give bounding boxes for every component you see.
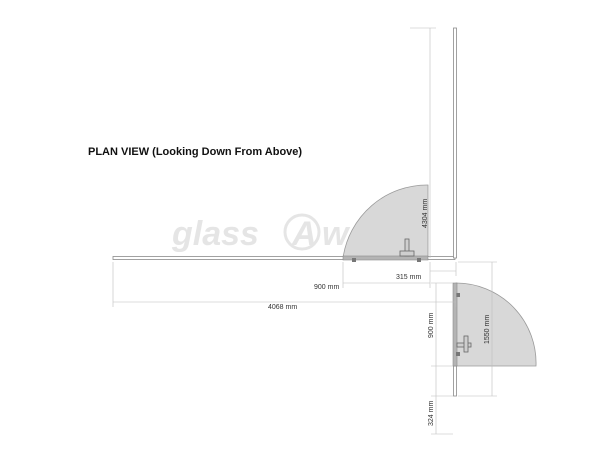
dim-label-315: 315 mm (396, 274, 421, 281)
glass-wall-vertical (453, 27, 457, 259)
dim-label-1550: 1550 mm (484, 315, 491, 344)
door-handle-lower-icon (456, 335, 472, 353)
dim-label-900-vertical: 900 mm (428, 313, 435, 338)
door-swing-upper (342, 184, 429, 259)
watermark-text-mid: A (291, 215, 317, 253)
watermark-text-left: glass (171, 215, 259, 253)
door-swing-lower (455, 282, 537, 367)
door-panel-upper (342, 255, 429, 261)
hinge-marks (352, 258, 460, 356)
dim-label-324: 324 mm (428, 401, 435, 426)
door-panel-lower (452, 282, 458, 367)
watermark-logo: glass A w (171, 213, 351, 253)
dim-label-4304: 4304 mm (422, 199, 429, 228)
dim-label-900-horizontal: 900 mm (314, 284, 339, 291)
plan-view-title: PLAN VIEW (Looking Down From Above) (88, 146, 303, 158)
door-handle-upper-icon (399, 238, 415, 257)
watermark-circle-icon (283, 213, 321, 251)
glass-wall-vertical-lower (453, 365, 457, 397)
dim-label-4068: 4068 mm (268, 304, 297, 311)
